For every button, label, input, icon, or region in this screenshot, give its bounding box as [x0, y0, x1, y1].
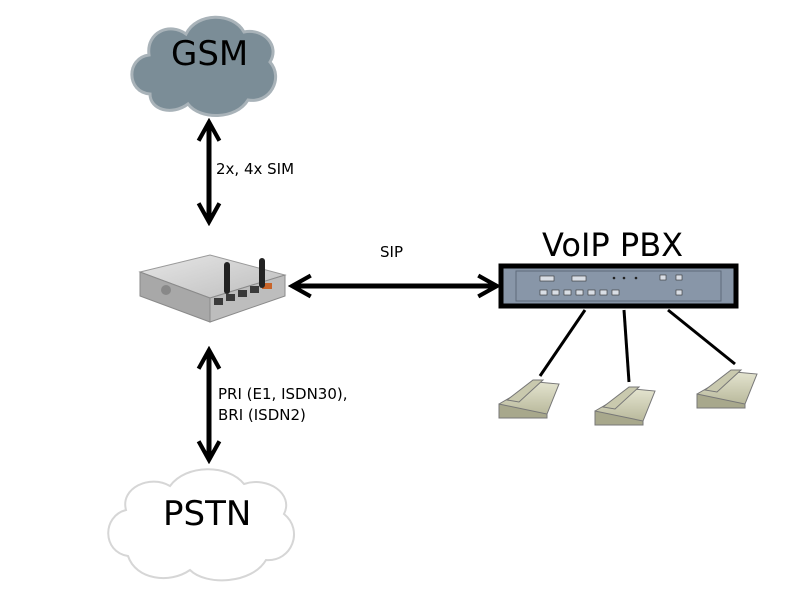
- desk-phone-icon: [498, 379, 560, 419]
- sim-link-label: 2x, 4x SIM: [216, 160, 295, 178]
- phone-cable-3: [667, 308, 736, 366]
- voip-pbx-label: VoIP PBX: [542, 226, 684, 264]
- pstn-cloud: [107, 468, 295, 582]
- sip-link-label: SIP: [380, 243, 403, 261]
- gsm-cloud: [130, 15, 277, 117]
- pstn-label: PSTN: [163, 494, 252, 534]
- desk-phone-icon: [594, 386, 656, 426]
- phone-cable-1: [538, 309, 587, 377]
- pstn-link-line-2: BRI (ISDN2): [218, 406, 306, 424]
- gsm-label: GSM: [171, 34, 249, 74]
- gateway-device-icon: [138, 254, 287, 323]
- phone-cable-2: [622, 309, 631, 383]
- voip-pbx-device: [498, 263, 739, 309]
- pstn-link-label: PRI (E1, ISDN30), BRI (ISDN2): [218, 384, 348, 426]
- desk-phone-icon: [696, 369, 758, 409]
- pstn-link-line-1: PRI (E1, ISDN30),: [218, 385, 348, 403]
